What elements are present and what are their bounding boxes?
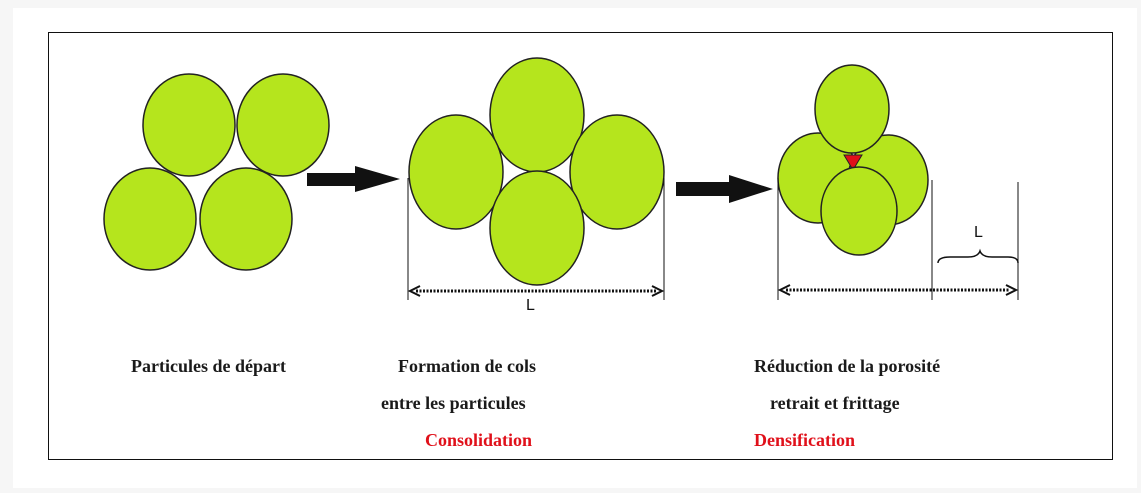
pore: [843, 154, 863, 171]
stage-2-dimension: [407, 178, 665, 300]
stage-3-dimension: [777, 178, 1019, 300]
stage-3-caption-line-1: Réduction de la porosité: [754, 356, 941, 376]
particle: [489, 57, 585, 173]
stage-3-particles: [777, 64, 929, 256]
stage-3-shrinkage-label: L: [974, 224, 983, 241]
stage-3-highlight: Densification: [754, 430, 855, 450]
stage-2-particles: [408, 57, 665, 286]
stage-2-caption-line-2: entre les particules: [381, 393, 526, 413]
stage-arrow-2: [676, 175, 773, 203]
particle: [814, 64, 890, 154]
stage-1-particles: [103, 73, 330, 271]
particle: [820, 166, 898, 256]
stage-2-caption-line-1: Formation de cols: [398, 356, 536, 376]
particle: [408, 114, 504, 230]
stage-3-caption-line-2: retrait et frittage: [770, 393, 900, 413]
particle: [199, 167, 293, 271]
particle: [103, 167, 197, 271]
stage-1-caption-line-1: Particules de départ: [131, 356, 286, 376]
particle: [236, 73, 330, 177]
particle: [489, 170, 585, 286]
stage-2-highlight: Consolidation: [425, 430, 533, 450]
stage-arrow-1: [307, 166, 400, 192]
stage-2-length-label: L: [526, 297, 535, 314]
particle: [569, 114, 665, 230]
shrinkage-brace: [937, 248, 1019, 264]
particle: [142, 73, 236, 177]
